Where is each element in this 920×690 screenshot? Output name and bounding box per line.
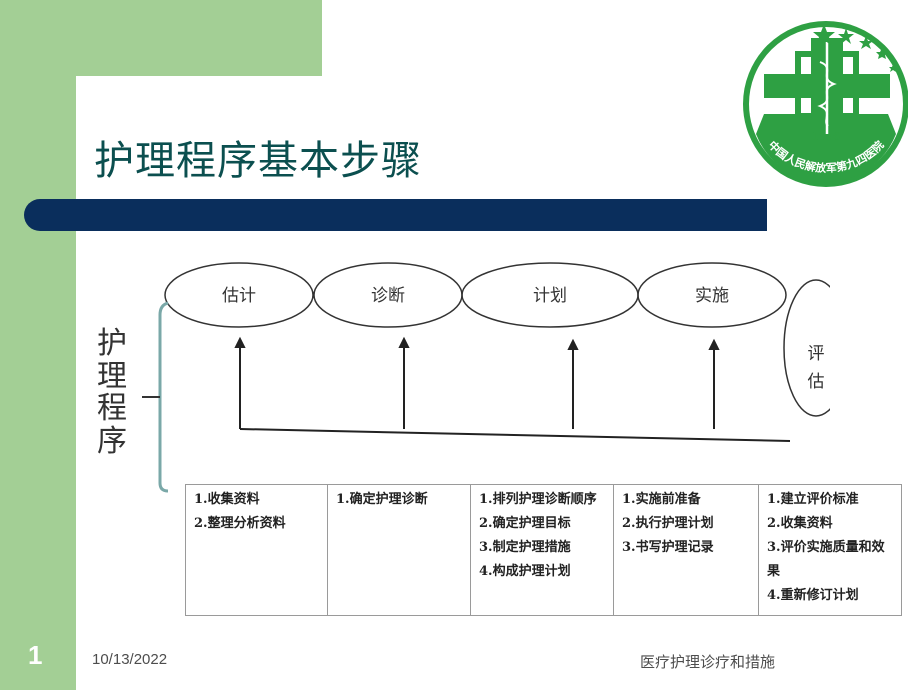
steps-cell-assessment: 1.收集资料 2.整理分析资料 — [185, 484, 328, 616]
step-item: 4.构成护理计划 — [479, 564, 571, 579]
hospital-logo: 1946 中国人民解放军第九四医院 — [743, 21, 908, 187]
step-item: 1.确定护理诊断 — [336, 492, 428, 507]
stage-label-implementation: 实施 — [695, 286, 729, 306]
left-green-band — [0, 0, 76, 690]
title-underline-bar — [24, 199, 767, 231]
stage-label-diagnosis: 诊断 — [371, 286, 405, 306]
table-row: 1.收集资料 2.整理分析资料 1.确定护理诊断 1.排列护理诊断顺序 2.确定… — [185, 484, 902, 616]
step-item: 2.执行护理计划 — [622, 516, 714, 531]
side-label-char-3: 程 — [97, 391, 127, 426]
stage-label-evaluation-2: 估 — [808, 372, 825, 392]
slide-number: 1 — [28, 640, 43, 670]
top-green-band — [76, 0, 322, 76]
steps-cell-evaluation: 1.建立评价标准 2.收集资料 3.评价实施质量和效果 4.重新修订计划 — [758, 484, 902, 616]
stage-ellipse — [164, 262, 314, 328]
step-item: 2.收集资料 — [767, 516, 833, 531]
footer-text: 医疗护理诊疗和措施 — [640, 653, 776, 671]
evaluation-ellipse — [783, 279, 830, 417]
step-item: 1.收集资料 — [194, 492, 260, 507]
side-label-char-2: 理 — [97, 359, 127, 394]
steps-cell-diagnosis: 1.确定护理诊断 — [327, 484, 471, 616]
logo-year: 1946 — [812, 130, 840, 143]
stage-ellipse — [637, 262, 787, 328]
nursing-process-diagram: 估计 诊断 计划 实施 评 估 护 理 程 序 — [97, 262, 830, 493]
steps-cell-planning: 1.排列护理诊断顺序 2.确定护理目标 3.制定护理措施 4.构成护理计划 — [470, 484, 614, 616]
side-label-char-1: 护 — [97, 326, 127, 361]
step-item: 3.评价实施质量和效果 — [767, 540, 885, 579]
step-item: 2.确定护理目标 — [479, 516, 571, 531]
step-item: 1.排列护理诊断顺序 — [479, 492, 597, 507]
step-item: 3.制定护理措施 — [479, 540, 571, 555]
stage-label-evaluation-1: 评 — [808, 344, 825, 364]
step-item: 1.实施前准备 — [622, 492, 701, 507]
steps-cell-implementation: 1.实施前准备 2.执行护理计划 3.书写护理记录 — [613, 484, 759, 616]
step-item: 2.整理分析资料 — [194, 516, 286, 531]
step-item: 3.书写护理记录 — [622, 540, 714, 555]
step-item: 4.重新修订计划 — [767, 588, 859, 603]
steps-table: 1.收集资料 2.整理分析资料 1.确定护理诊断 1.排列护理诊断顺序 2.确定… — [185, 484, 902, 616]
stage-label-assessment: 估计 — [222, 286, 256, 306]
footer-date: 10/13/2022 — [92, 651, 168, 668]
side-label-char-4: 序 — [97, 424, 127, 459]
stage-label-planning: 计划 — [533, 286, 567, 306]
step-item: 1.建立评价标准 — [767, 492, 859, 507]
slide-title: 护理程序基本步骤 — [94, 138, 422, 184]
